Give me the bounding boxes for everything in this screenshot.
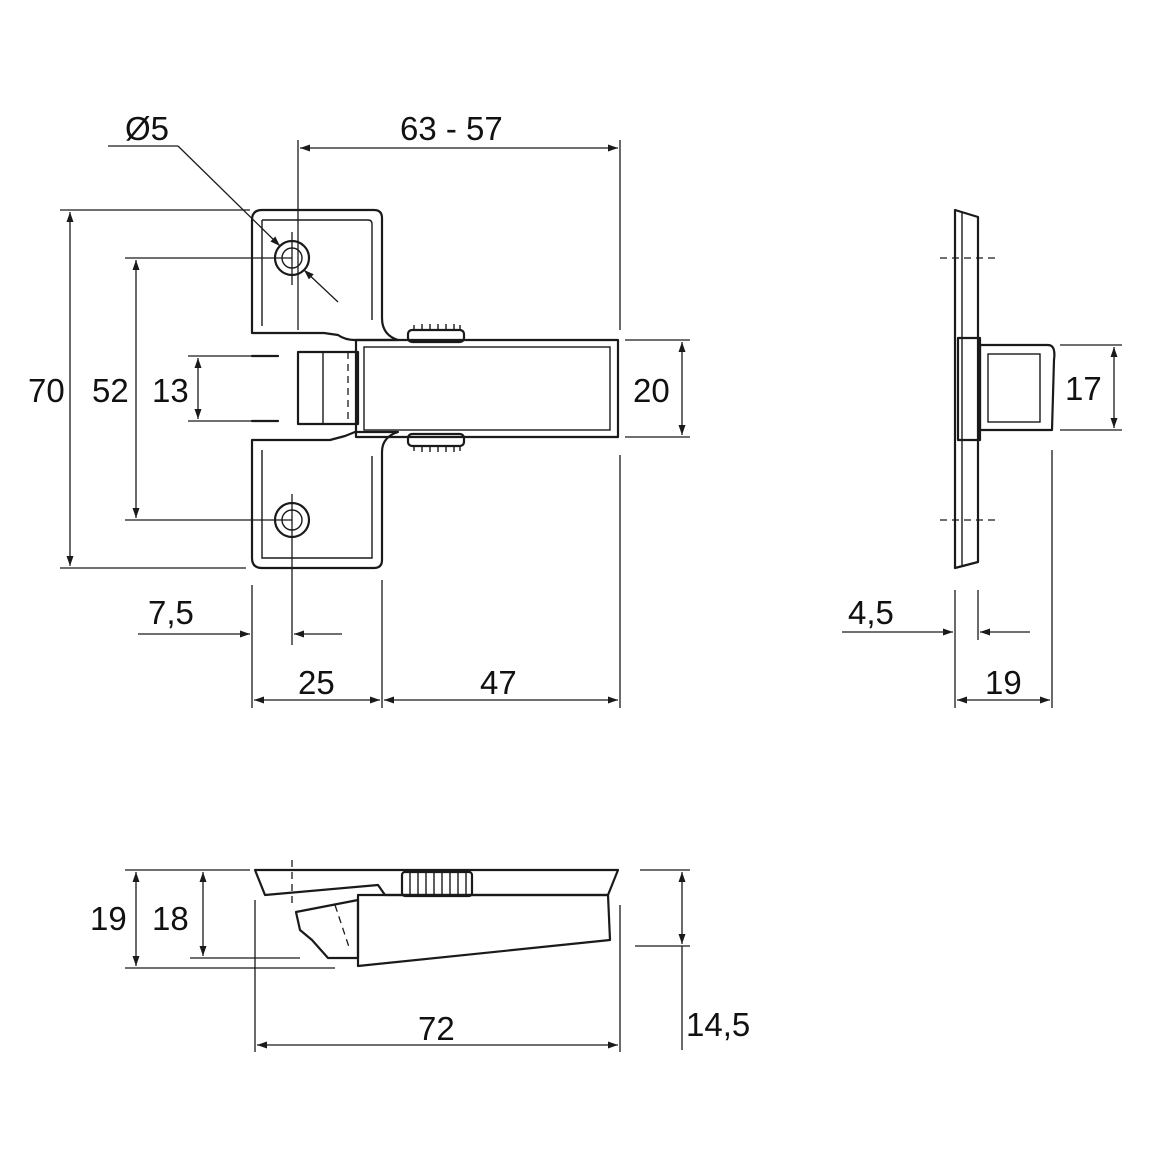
front-arm xyxy=(356,893,612,968)
label-hole-diameter: Ø5 xyxy=(125,110,169,147)
label-front-arm-height: 14,5 xyxy=(686,1006,750,1043)
mounting-plate-lower xyxy=(250,430,400,570)
label-side-depth: 19 xyxy=(985,664,1022,701)
label-arm-length: 47 xyxy=(480,664,517,701)
label-overall-length: 72 xyxy=(418,1010,455,1047)
label-front-height-19: 19 xyxy=(90,900,127,937)
front-plate xyxy=(253,868,620,897)
front-cam xyxy=(294,898,360,960)
label-plate-width: 25 xyxy=(298,664,335,701)
slot xyxy=(250,354,280,423)
label-arm-width: 20 xyxy=(633,372,670,409)
cam-block xyxy=(296,350,360,426)
adjustment-screw-bottom-icon xyxy=(406,432,466,452)
side-arm xyxy=(978,343,1056,432)
label-side-thickness: 4,5 xyxy=(848,594,894,631)
label-side-arm-width: 17 xyxy=(1065,370,1102,407)
hinge-arm xyxy=(354,338,620,439)
mounting-plate-inner xyxy=(261,219,373,326)
side-plate xyxy=(953,208,980,570)
top-view xyxy=(60,140,690,708)
label-hole-offset: 7,5 xyxy=(148,594,194,631)
label-front-height-18: 18 xyxy=(152,900,189,937)
side-view xyxy=(842,208,1122,708)
adjustment-screw-top-icon xyxy=(406,324,466,344)
label-arm-span: 63 - 57 xyxy=(400,110,503,147)
front-view xyxy=(125,860,690,1052)
label-plate-height: 70 xyxy=(28,372,65,409)
mounting-plate-outline xyxy=(250,208,400,342)
label-slot-height: 13 xyxy=(152,372,189,409)
front-screw-icon xyxy=(400,870,474,898)
label-hole-spacing: 52 xyxy=(92,372,129,409)
